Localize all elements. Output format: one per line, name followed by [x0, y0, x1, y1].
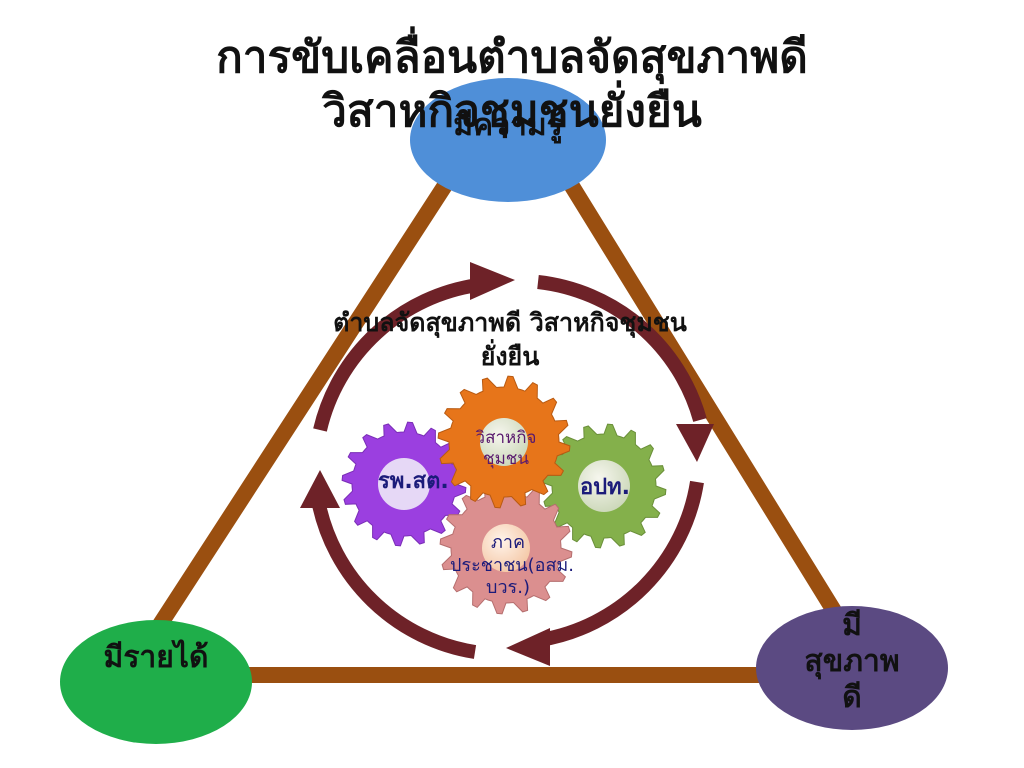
node-income — [60, 620, 252, 744]
gear-rph-label: รพ.สต. — [378, 469, 449, 494]
cycle-arc-top-left — [313, 278, 480, 432]
page-title-line2: วิสาหกิจชุมชนยั่งยืน — [322, 86, 702, 137]
arrowhead-top — [470, 262, 515, 300]
gear-enterprise-label: วิสาหกิจชุมชน — [475, 428, 537, 470]
gear-opt-label: อปท. — [579, 475, 631, 500]
node-knowledge — [410, 78, 606, 202]
node-knowledge-label: มีความรู้ — [453, 108, 563, 143]
gear-people-label: ภาคประชาชน(อสม. บวร.) — [450, 532, 575, 598]
gear-rph-hub — [378, 458, 430, 510]
cycle-arc-bottom-left — [311, 498, 477, 659]
gear-opt-hub — [578, 460, 630, 512]
node-income-label: มีรายได้ — [103, 640, 209, 675]
cycle-arrows — [311, 275, 707, 659]
cycle-title: ตำบลจัดสุขภาพดี วิสาหกิจชุมชน ยั่งยืน — [333, 308, 687, 371]
triangle-edge-left — [142, 162, 463, 648]
cycle-arc-bottom-right — [538, 480, 704, 647]
gear-enterprise-hub — [480, 418, 528, 466]
arrowhead-left — [300, 470, 340, 508]
gear-people-hub — [482, 524, 530, 572]
cycle-arc-top-right — [537, 275, 707, 422]
arrowhead-right — [676, 424, 714, 462]
arrowhead-bottom — [506, 628, 550, 666]
node-health-label: มีสุขภาพดี — [804, 608, 900, 715]
node-health — [756, 606, 948, 730]
cycle-arrowheads — [300, 262, 714, 666]
triangle-frame — [142, 162, 860, 683]
triangle-edge-right — [554, 162, 860, 648]
page-title-line1: การขับเคลื่อนตำบลจัดสุขภาพดี — [216, 32, 808, 83]
gear-cluster — [341, 375, 667, 615]
